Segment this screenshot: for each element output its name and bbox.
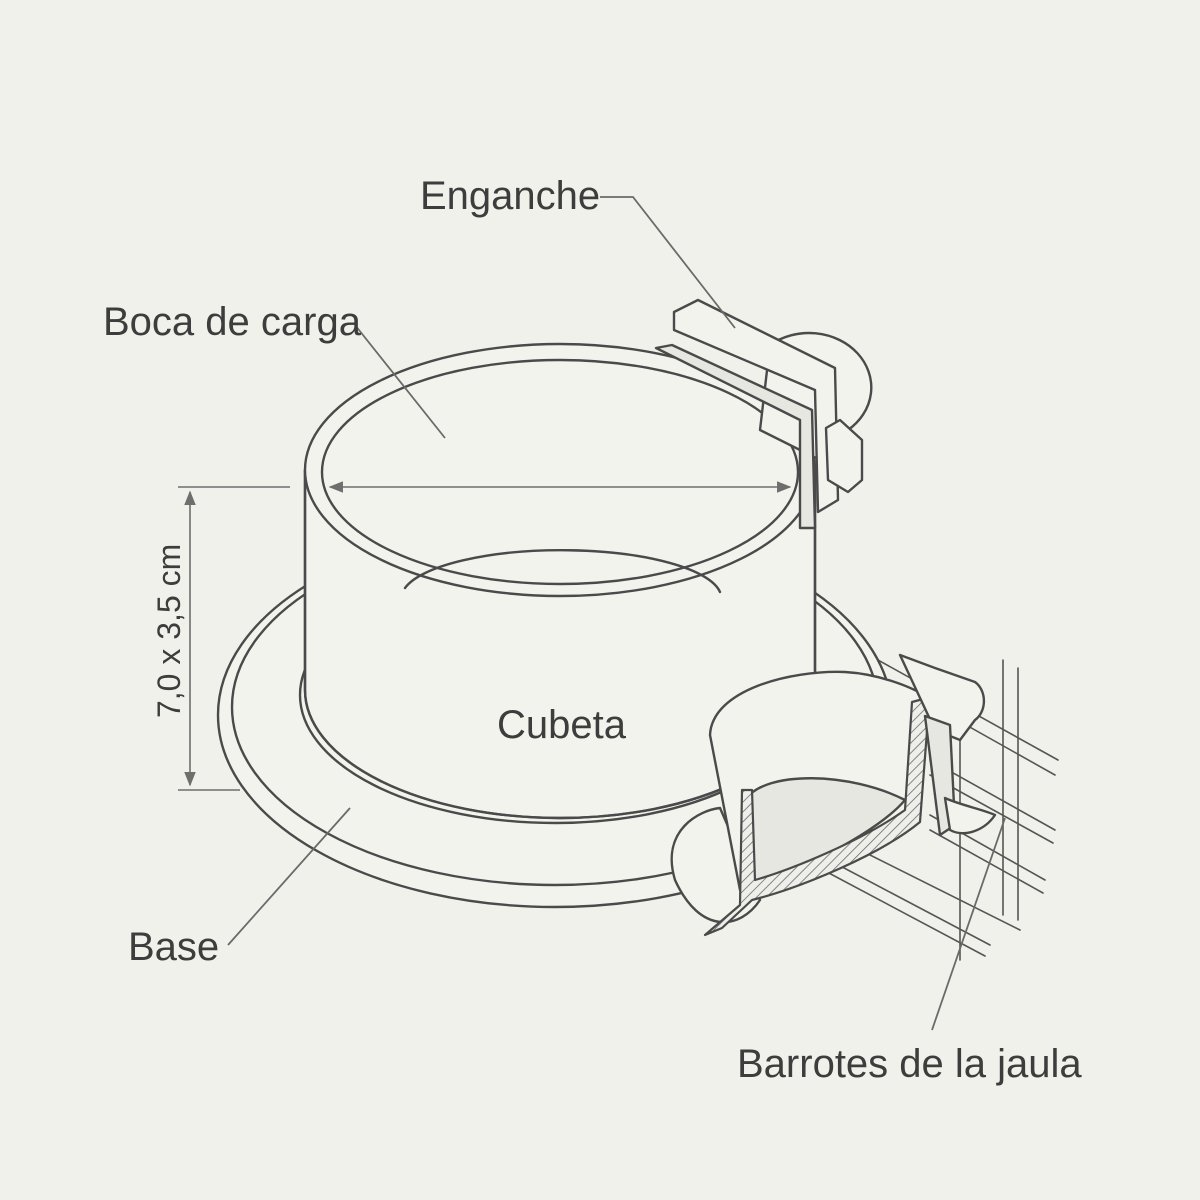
label-cubeta: Cubeta <box>497 703 627 747</box>
label-dimension: 7,0 x 3,5 cm <box>151 544 187 718</box>
leader-base <box>227 807 351 946</box>
label-boca-de-carga: Boca de carga <box>103 300 362 344</box>
cutaway-cup <box>670 653 997 937</box>
leader-boca-de-carga <box>354 324 446 439</box>
label-base: Base <box>128 925 219 969</box>
hook-clip <box>654 298 873 530</box>
label-barrotes-de-la-jaula: Barrotes de la jaula <box>737 1042 1082 1086</box>
leader-barrotes <box>931 817 1006 1031</box>
leader-enganche <box>600 196 736 329</box>
dimension-lines <box>178 481 792 791</box>
leader-lines <box>227 196 1006 1031</box>
label-enganche: Enganche <box>420 174 600 218</box>
cup-body <box>303 342 817 820</box>
